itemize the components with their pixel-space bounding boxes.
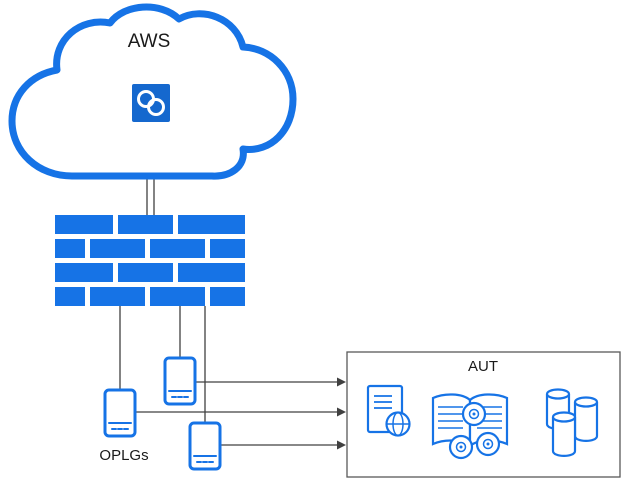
brick [90,287,145,306]
mobile-device-icon [163,356,197,406]
arrow-oplg2-aut [195,377,346,387]
database-cylinder [573,396,599,442]
brick [210,239,245,258]
linked-rings-icon [137,90,165,116]
brick [90,239,145,258]
disc-ring [468,408,480,420]
arrow-oplg1-aut [135,407,346,417]
brick [150,287,205,306]
oplgs-label: OPLGs [99,447,148,464]
brick [55,239,85,258]
mobile-device-icon [103,388,137,438]
oplg-device-1 [103,388,137,438]
brick [55,263,113,282]
cylinder-body [551,417,577,457]
ring [147,98,165,116]
brick [55,215,113,234]
firewall-icon [55,215,245,306]
cylinder-top [545,388,571,400]
aws-cloud: AWS [8,3,297,180]
disc-hub [472,412,476,416]
left-page-lines [438,406,463,429]
cloud-firewall-connector [146,176,155,216]
disc-ring [482,438,494,450]
media-catalog-icon [431,393,509,460]
brick [150,239,205,258]
arrowhead-icon [337,407,346,417]
disc-hub [459,445,463,449]
disc-icon [448,434,474,460]
cloud-service-icon [132,84,170,122]
cylinder-body [573,402,599,442]
right-page-lines [477,406,502,429]
brick [118,215,173,234]
aut-box: AUT [346,351,621,478]
disc-icon [461,401,487,427]
aut-label: AUT [468,358,498,375]
brick [118,263,173,282]
document-lines [374,395,392,409]
aws-label: AWS [128,31,171,52]
database-cylinder [551,411,577,457]
disc-icon [475,431,501,457]
web-server-icon [366,384,411,437]
oplg-device-2 [163,356,197,406]
arrow-oplg3-aut [220,440,346,450]
arrowhead-icon [337,377,346,387]
cylinder-top [551,411,577,423]
arrowhead-icon [337,440,346,450]
oplg-device-3 [188,421,222,471]
brick [55,287,85,306]
database-stack-icon [545,388,599,457]
cylinder-top [573,396,599,408]
brick [178,263,245,282]
brick [178,215,245,234]
mobile-device-icon [188,421,222,471]
brick [210,287,245,306]
disc-ring [455,441,467,453]
disc-hub [486,442,490,446]
